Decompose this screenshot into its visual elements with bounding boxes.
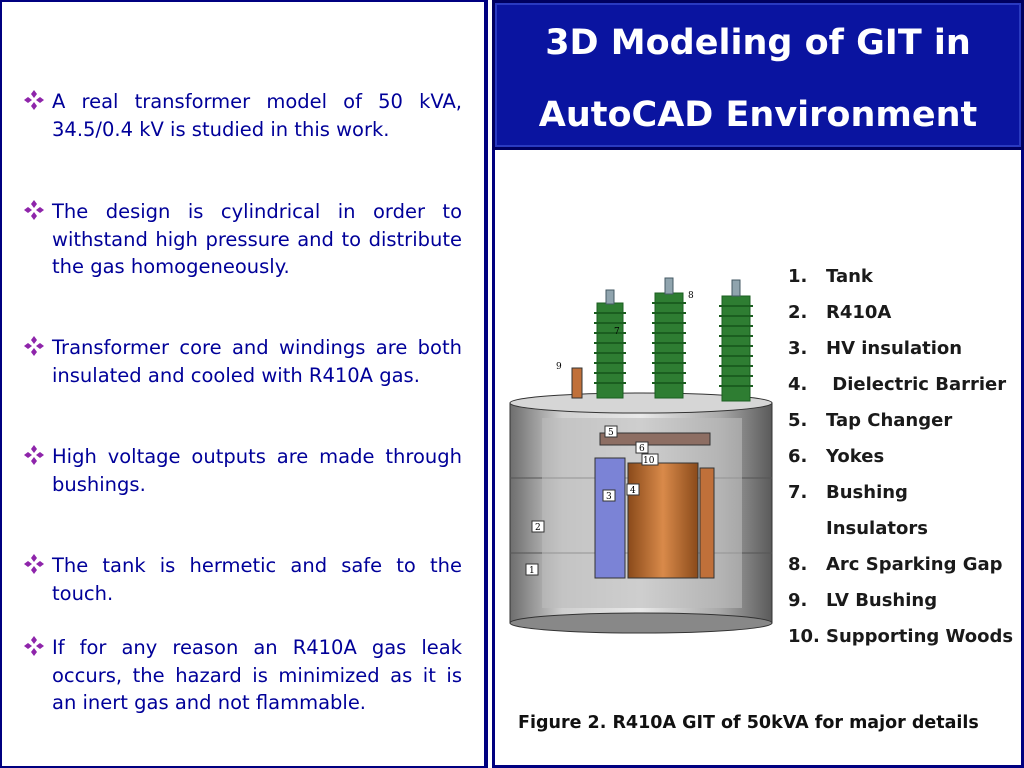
diamond-bullet-icon	[24, 445, 44, 465]
diamond-bullet-icon	[24, 200, 44, 220]
bullet-text: The design is cylindrical in order to wi…	[52, 200, 462, 278]
legend-item: 1.Tank	[788, 266, 873, 287]
diamond-bullet-icon	[24, 636, 44, 656]
legend-item: 9.LV Bushing	[788, 590, 938, 611]
legend-item: 5.Tap Changer	[788, 410, 953, 431]
bullet-item: The design is cylindrical in order to wi…	[22, 198, 462, 281]
bullet-text: High voltage outputs are made through bu…	[52, 445, 462, 496]
figure-caption: Figure 2. R410A GIT of 50kVA for major d…	[518, 713, 979, 733]
slide-title-box: 3D Modeling of GIT in AutoCAD Environmen…	[492, 0, 1024, 150]
callout-1: 1	[529, 566, 535, 576]
bullet-text: The tank is hermetic and safe to the tou…	[52, 554, 462, 605]
legend-item: Insulators	[826, 518, 928, 539]
diamond-bullet-icon	[24, 90, 44, 110]
legend-item: 10.Supporting Woods	[788, 626, 1014, 647]
callout-3: 3	[606, 492, 612, 502]
bullet-item: The tank is hermetic and safe to the tou…	[22, 552, 462, 607]
diamond-bullet-icon	[24, 554, 44, 574]
lv-bushing	[571, 367, 583, 399]
transformer-3d-model: 1 2 3 4 5 6 7 8 9 10	[509, 277, 773, 634]
callout-4: 4	[630, 486, 636, 496]
callout-5: 5	[608, 428, 614, 438]
component-legend: 1.Tank 2.R410A 3.HV insulation 4. Dielec…	[788, 262, 1020, 658]
callout-9: 9	[556, 362, 562, 372]
bullet-item: Transformer core and windings are both i…	[22, 334, 462, 389]
bullet-text: If for any reason an R410A gas leak occu…	[52, 636, 462, 714]
bullet-item: A real transformer model of 50 kVA, 34.5…	[22, 88, 462, 143]
slide-title-line-1: 3D Modeling of GIT in	[545, 23, 971, 63]
bullet-text: Transformer core and windings are both i…	[52, 336, 462, 387]
legend-item: 8.Arc Sparking Gap	[788, 554, 1003, 575]
figure-callouts: 1 2 3 4 5 6 7 8 9 10	[525, 291, 694, 576]
legend-item: 3.HV insulation	[788, 338, 963, 359]
bullet-item: High voltage outputs are made through bu…	[22, 443, 462, 498]
slide-title-line-2: AutoCAD Environment	[538, 95, 978, 135]
legend-item: 4. Dielectric Barrier	[788, 374, 1007, 395]
callout-2: 2	[535, 523, 541, 533]
bullet-item: If for any reason an R410A gas leak occu…	[22, 634, 462, 717]
bullet-text: A real transformer model of 50 kVA, 34.5…	[52, 90, 462, 141]
callout-10: 10	[643, 456, 655, 466]
callout-7: 7	[614, 327, 620, 337]
diamond-bullet-icon	[24, 336, 44, 356]
callout-8: 8	[688, 291, 694, 301]
bushing-caps	[605, 277, 741, 305]
legend-item: 7.Bushing	[788, 482, 908, 503]
bushing-sheds	[594, 302, 753, 387]
legend-item: 2.R410A	[788, 302, 892, 323]
legend-item: 6.Yokes	[788, 446, 885, 467]
bullet-panel	[0, 0, 488, 768]
core-windings	[594, 432, 715, 579]
callout-6: 6	[639, 444, 645, 454]
